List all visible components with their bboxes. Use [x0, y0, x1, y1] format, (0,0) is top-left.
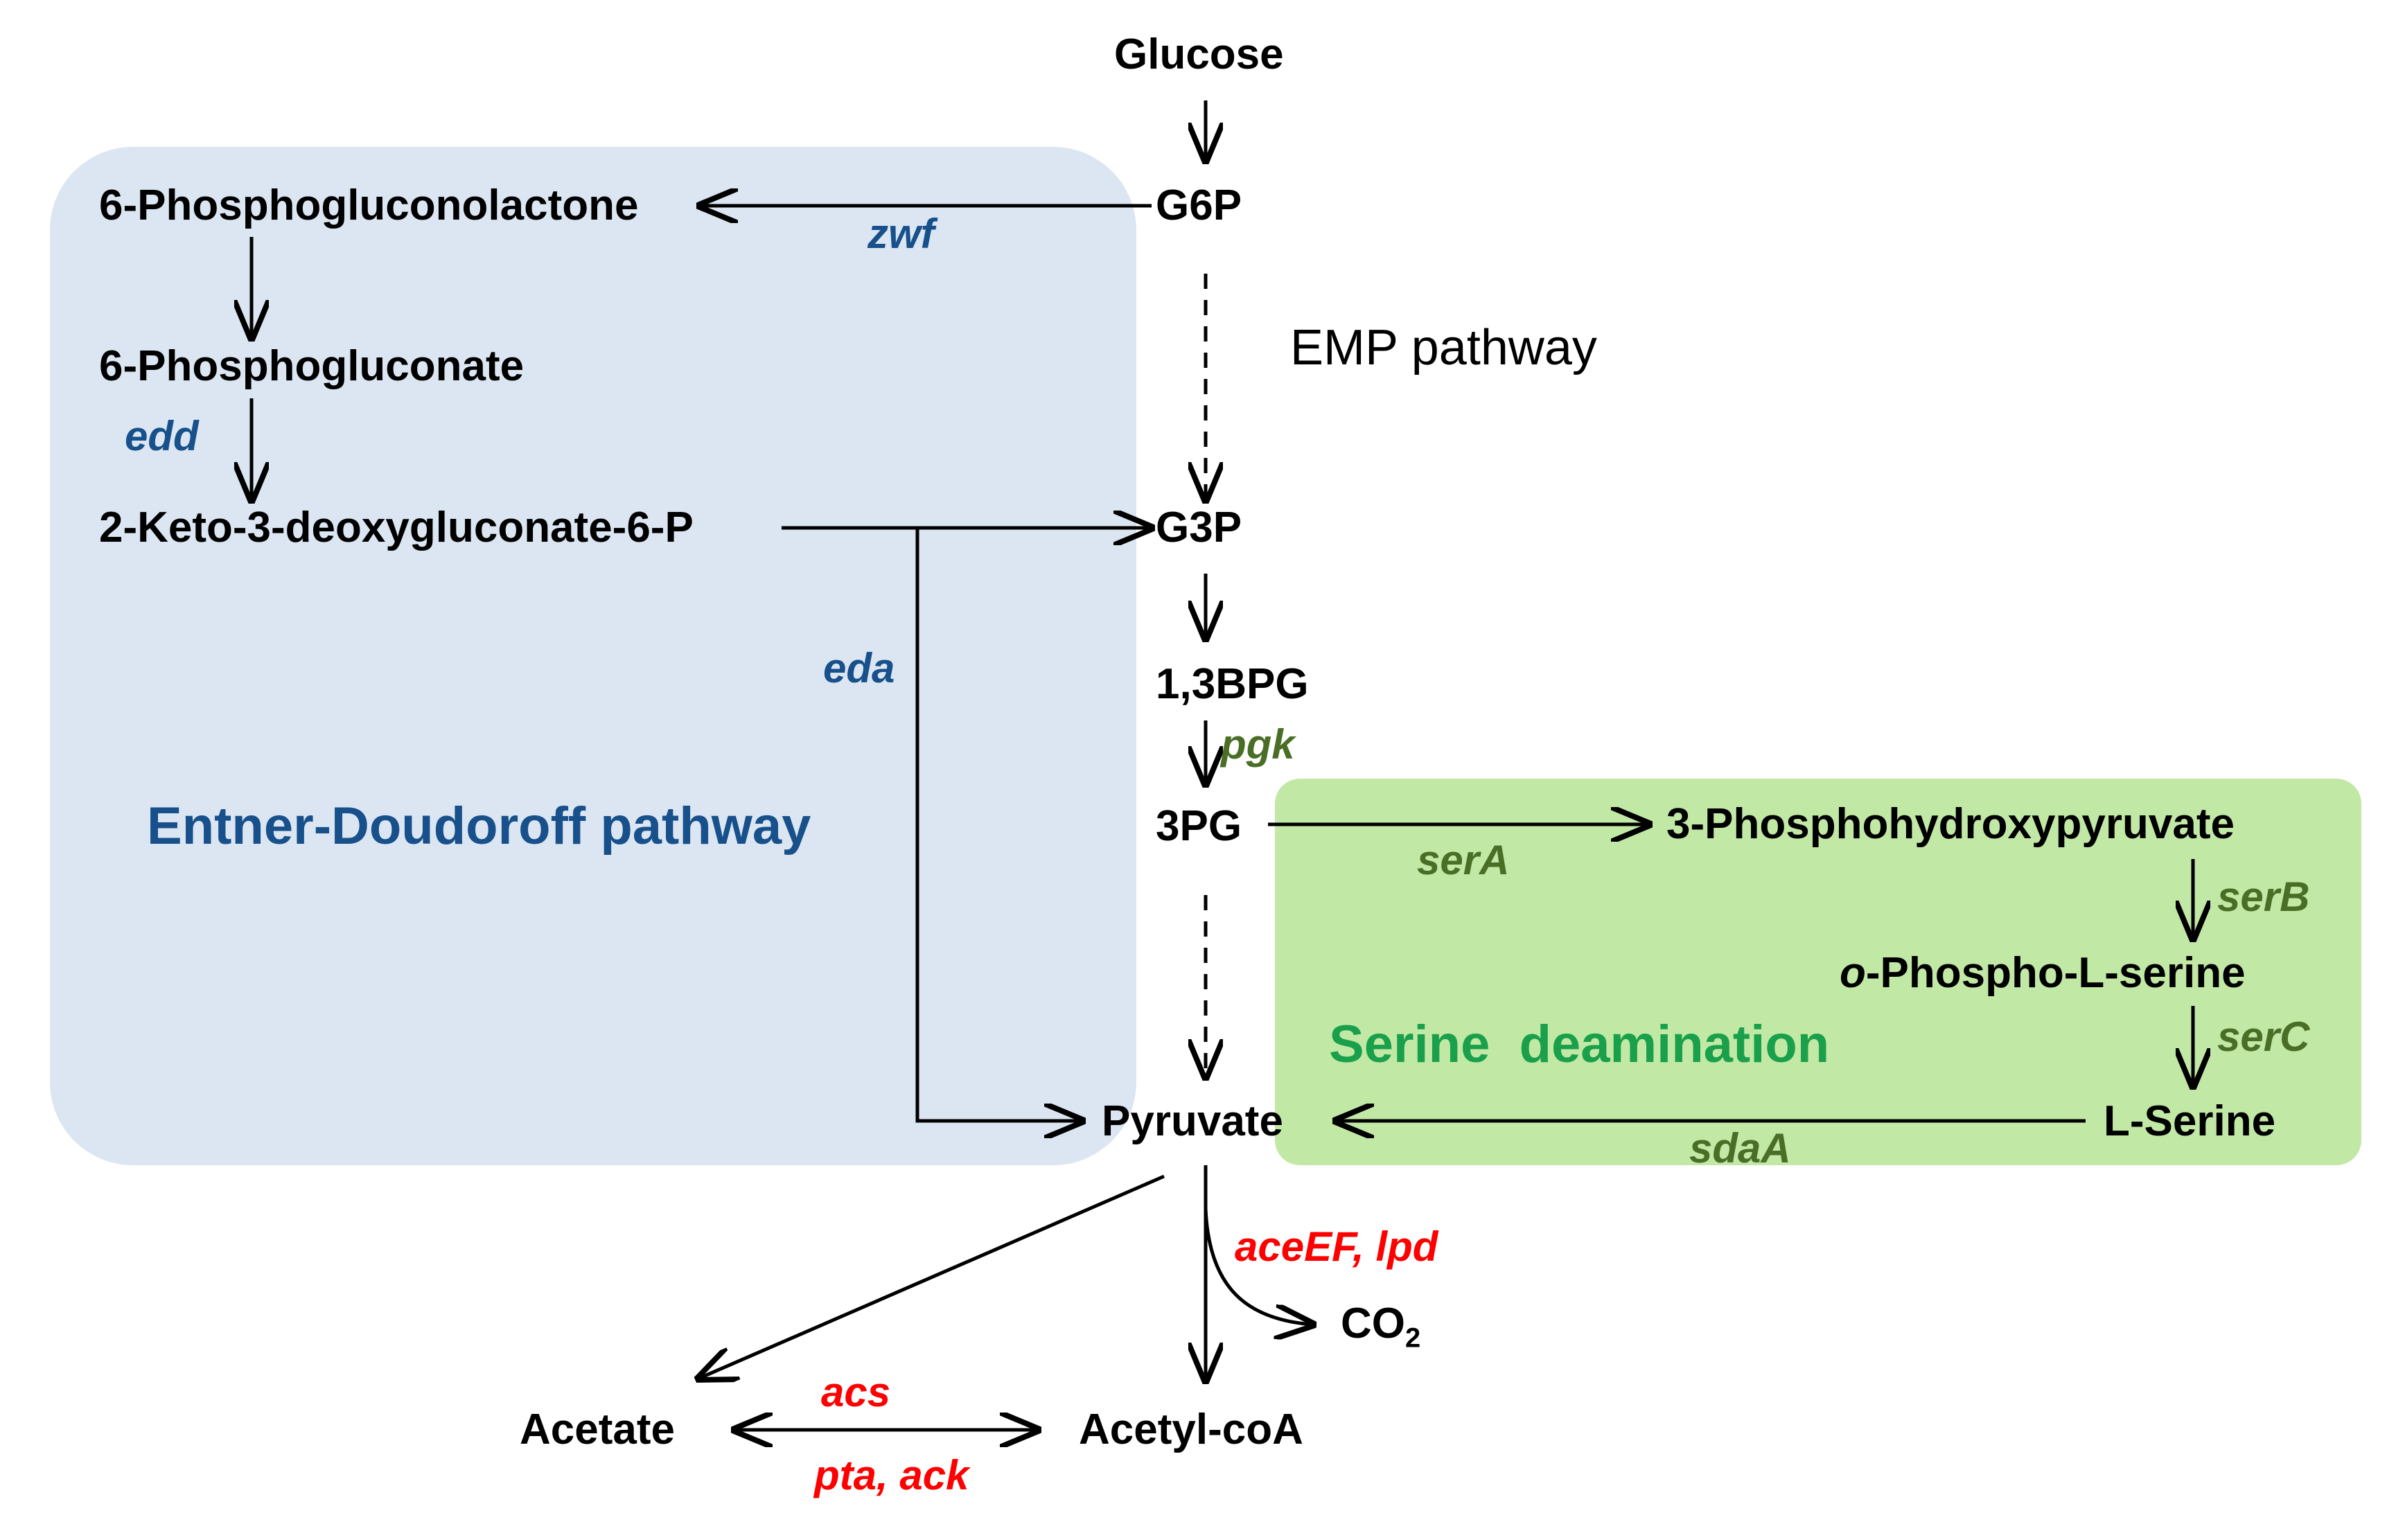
co2-subscript: 2: [1405, 1322, 1421, 1354]
arrow-pyruvate-co2: [1204, 1208, 1313, 1325]
pgk-enzyme: pgk: [1221, 721, 1295, 768]
zwf-enzyme: zwf: [867, 211, 935, 257]
phosphogluconate-label: 6-Phosphogluconate: [99, 342, 525, 390]
sera-enzyme: serA: [1417, 837, 1510, 883]
kdpg-label: 2-Keto-3-deoxygluconate-6-P: [99, 504, 694, 551]
entner-doudoroff-region: [50, 147, 1136, 1165]
entner-doudoroff-label: Entner-Doudoroff pathway: [147, 797, 811, 856]
l-serine-label: L-Serine: [2104, 1097, 2276, 1145]
g6p-label: G6P: [1156, 182, 1242, 229]
pyruvate-label: Pyruvate: [1102, 1097, 1283, 1145]
3pg-label: 3PG: [1156, 802, 1242, 850]
g3p-label: G3P: [1156, 504, 1242, 551]
serine-deamination-label: Serine deamination: [1329, 1015, 1830, 1074]
phosphoserine-prefix: o: [1840, 949, 1866, 997]
acetate-label: Acetate: [520, 1406, 675, 1453]
co2-main: CO: [1341, 1300, 1405, 1347]
serb-enzyme: serB: [2217, 874, 2310, 920]
serine-deamination-region: [1275, 779, 2361, 1165]
phosphohydroxypyruvate-label: 3-Phosphohydroxypyruvate: [1666, 800, 2235, 848]
emp-pathway-label: EMP pathway: [1290, 320, 1597, 375]
serc-enzyme: serC: [2217, 1014, 2310, 1060]
phosphoserine-rest: -Phospho-L-serine: [1865, 949, 2246, 997]
phosphoserine-label: o-Phospho-L-serine: [1840, 952, 2246, 995]
bpg-label: 1,3BPG: [1156, 660, 1309, 708]
acs-enzyme: acs: [821, 1369, 891, 1415]
pta-ack-enzyme: pta, ack: [814, 1452, 969, 1498]
eda-enzyme: eda: [823, 645, 895, 691]
arrow-pyruvate-acetate: [698, 1174, 1165, 1379]
aceef-lpd-enzyme: aceEF, lpd: [1235, 1223, 1438, 1270]
edd-enzyme: edd: [125, 413, 199, 459]
sdaa-enzyme: sdaA: [1689, 1125, 1791, 1171]
arrow-kdpg-pyruvate: [915, 528, 1082, 1121]
acetyl-coa-label: Acetyl-coA: [1079, 1406, 1303, 1453]
glucose-label: Glucose: [1114, 30, 1284, 78]
phosphogluconolactone-label: 6-Phosphogluconolactone: [99, 182, 639, 229]
co2-label: CO2: [1341, 1302, 1420, 1352]
